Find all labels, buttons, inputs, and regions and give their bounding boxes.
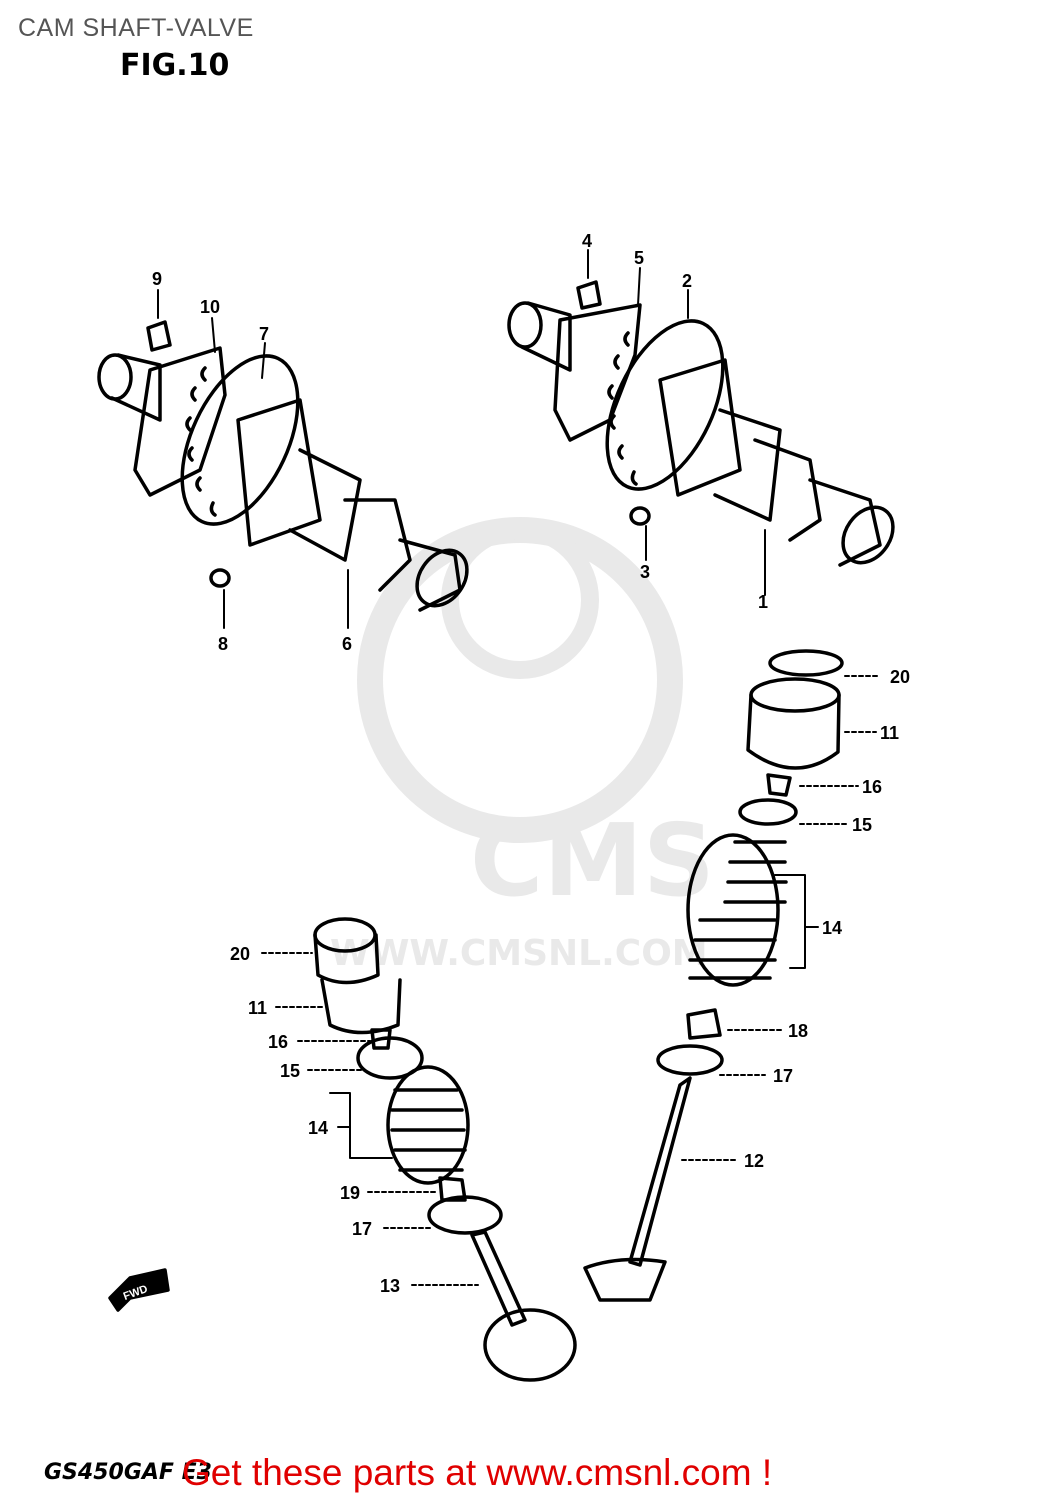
bolt-9 xyxy=(146,320,172,352)
callout-18: 18 xyxy=(788,1021,808,1041)
callout-11-right: 11 xyxy=(880,723,899,743)
bolt-4 xyxy=(576,280,602,310)
callout-14-right: 14 xyxy=(822,918,842,938)
callout-1: 1 xyxy=(758,592,768,612)
callout-12: 12 xyxy=(744,1151,764,1171)
pin-8 xyxy=(209,568,231,588)
callout-7: 7 xyxy=(259,324,269,344)
callout-9: 9 xyxy=(152,269,162,289)
watermark-brand: CMS xyxy=(470,802,715,919)
left-camshaft xyxy=(97,346,469,612)
callout-15-left: 15 xyxy=(280,1061,300,1081)
callout-13: 13 xyxy=(380,1276,400,1296)
callout-17-right: 17 xyxy=(773,1066,793,1086)
callout-19: 19 xyxy=(340,1183,360,1203)
callout-8: 8 xyxy=(218,634,228,654)
figure-number: FIG.10 xyxy=(120,48,230,83)
callout-4: 4 xyxy=(582,231,592,251)
model-code: GS450GAF E3 xyxy=(44,1460,212,1485)
callout-14-left: 14 xyxy=(308,1118,328,1138)
callout-15-right: 15 xyxy=(852,815,872,835)
callout-labels: 9 10 7 4 5 2 8 6 3 1 20 11 16 15 14 18 1… xyxy=(152,231,910,1296)
pin-3 xyxy=(629,506,651,526)
callout-16-left: 16 xyxy=(268,1032,288,1052)
right-camshaft xyxy=(507,301,895,567)
page-title: CAM SHAFT-VALVE xyxy=(18,14,254,42)
buy-parts-link[interactable]: Get these parts at www.cmsnl.com ! xyxy=(182,1452,773,1493)
callout-20-right: 20 xyxy=(890,667,910,687)
callout-6: 6 xyxy=(342,634,352,654)
watermark: CMS WWW.CMSNL.COM xyxy=(330,517,715,974)
callout-10: 10 xyxy=(200,297,220,317)
callout-5: 5 xyxy=(634,248,644,268)
watermark-url: WWW.CMSNL.COM xyxy=(330,933,708,974)
callout-3: 3 xyxy=(640,562,650,582)
callout-2: 2 xyxy=(682,271,692,291)
fwd-arrow-icon xyxy=(108,1268,170,1312)
callout-20-left: 20 xyxy=(230,944,250,964)
leader-lines xyxy=(157,249,879,1286)
left-valve-assembly xyxy=(313,917,577,1382)
callout-11-left: 11 xyxy=(248,998,267,1018)
callout-16-right: 16 xyxy=(862,777,882,797)
right-valve-assembly xyxy=(583,649,844,1302)
callout-17-left: 17 xyxy=(352,1219,372,1239)
